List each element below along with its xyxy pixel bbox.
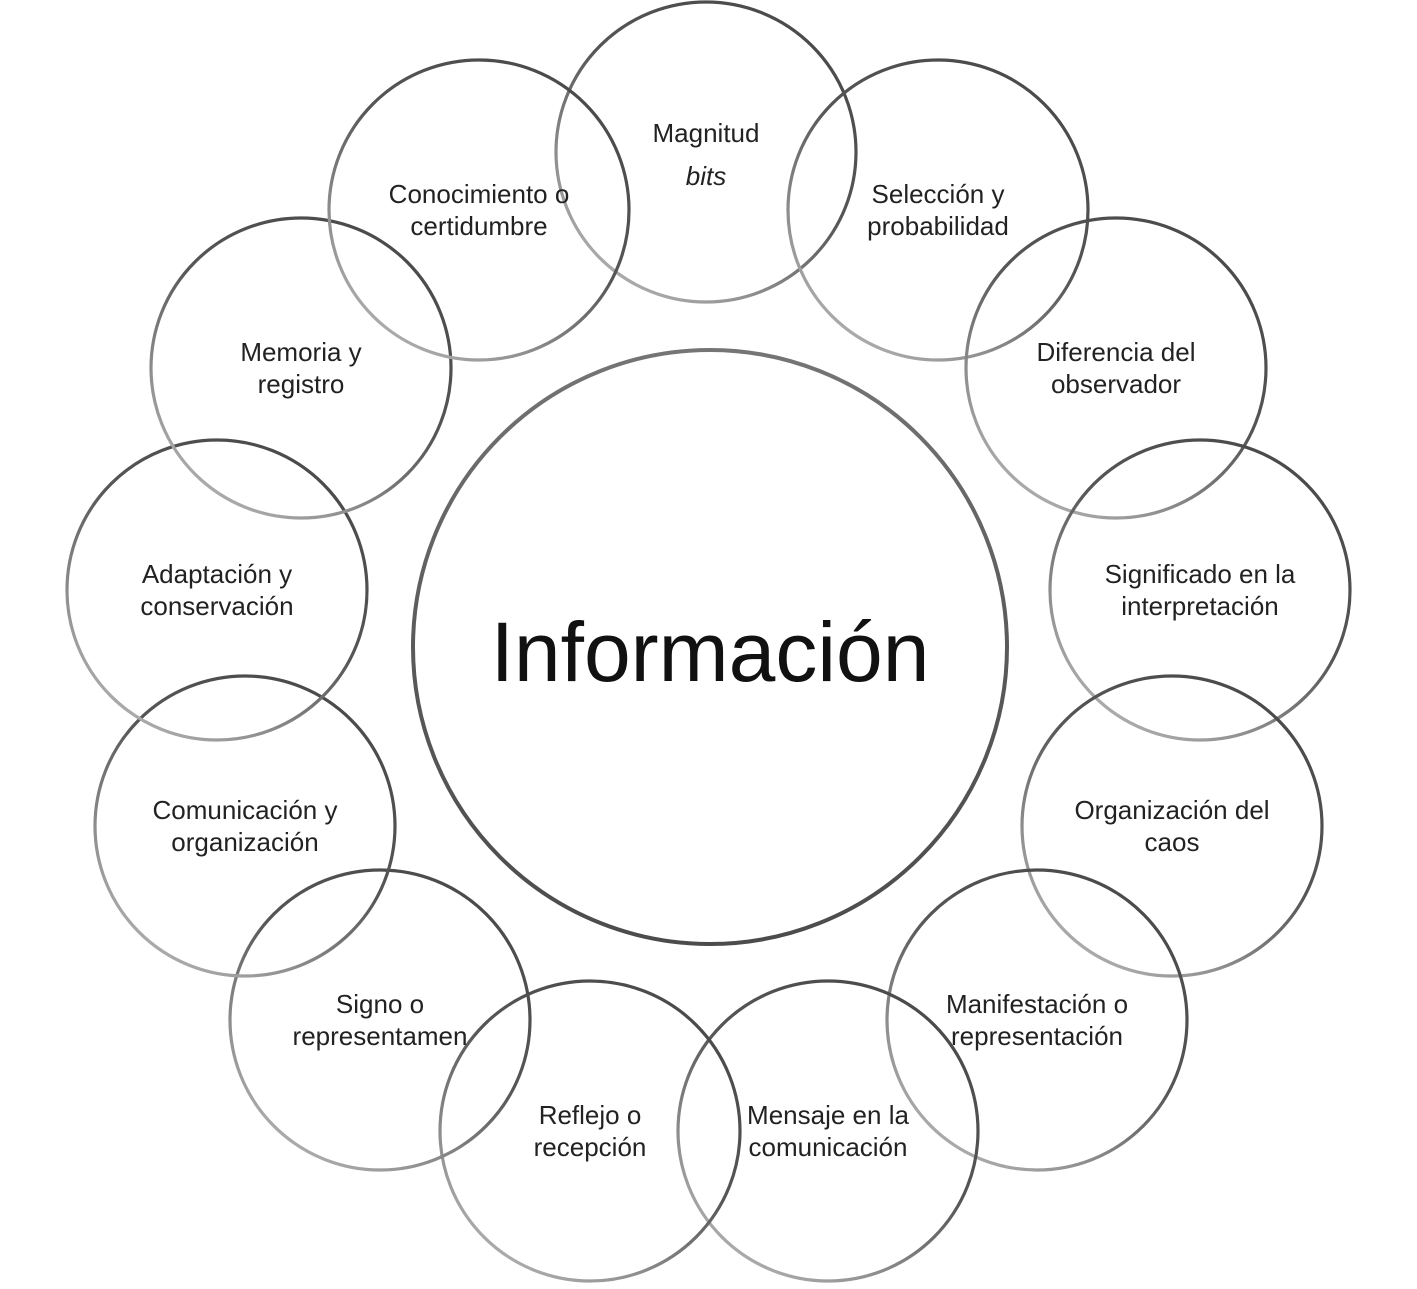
concept-label-line1: Adaptación y [142, 559, 292, 589]
circle-outline [1020, 674, 1324, 978]
concept-label-line2: interpretación [1121, 591, 1279, 621]
concept-label-line2: caos [1145, 827, 1200, 857]
concept-label-line1: Memoria y [240, 337, 361, 367]
concept-label-line2: representación [951, 1021, 1123, 1051]
circle-outline [676, 979, 980, 1283]
circle-outline [438, 979, 742, 1283]
concept-label-line2: conservación [140, 591, 293, 621]
concept-label-line2: observador [1051, 369, 1181, 399]
concept-label-line1: Manifestación o [946, 989, 1128, 1019]
concept-circle-significado-en-la-interpretacion: Significado en la interpretación [1048, 438, 1352, 742]
concept-label-line2: certidumbre [410, 211, 547, 241]
concept-circle-reflejo-o-recepcion: Reflejo o recepción [438, 979, 742, 1283]
concept-circle-memoria-y-registro: Memoria y registro [149, 216, 453, 520]
concept-label-line1: Comunicación y [153, 795, 338, 825]
center-circle-informacion: Información [411, 348, 1009, 946]
circle-outline [65, 438, 369, 742]
concept-label-line2: bits [686, 161, 726, 191]
concept-label-line1: Selección y [872, 179, 1005, 209]
concept-label-line2: organización [171, 827, 318, 857]
concept-label-line1: Organización del [1074, 795, 1269, 825]
concept-label-line1: Diferencia del [1037, 337, 1196, 367]
circle-outline [786, 58, 1090, 362]
circle-outline [1048, 438, 1352, 742]
concept-label-line2: comunicación [749, 1132, 908, 1162]
circle-outline [885, 868, 1189, 1172]
concept-circle-manifestacion-o-representacion: Manifestación o representación [885, 868, 1189, 1172]
concept-circle-signo-o-representamen: Signo o representamen [228, 868, 532, 1172]
concept-label-line2: representamen [293, 1021, 468, 1051]
concept-label-line1: Magnitud [653, 118, 760, 148]
circle-outline [149, 216, 453, 520]
concept-circle-adaptacion-y-conservacion: Adaptación y conservación [65, 438, 369, 742]
concept-label-line1: Reflejo o [539, 1100, 642, 1130]
center-circle-outline [411, 348, 1009, 946]
concept-label-line2: probabilidad [867, 211, 1009, 241]
concept-label-line2: registro [258, 369, 345, 399]
concept-label-line1: Significado en la [1105, 559, 1296, 589]
circle-outline [327, 58, 631, 362]
concept-label-line1: Mensaje en la [747, 1100, 909, 1130]
circle-outline [554, 0, 858, 304]
concept-label-line1: Conocimiento o [389, 179, 570, 209]
circle-outline [964, 216, 1268, 520]
concept-label-line1: Signo o [336, 989, 424, 1019]
concept-circle-conocimiento-o-certidumbre: Conocimiento o certidumbre [327, 58, 631, 362]
concept-circle-magnitud-bits: Magnitud bits [554, 0, 858, 304]
concept-label-line2: recepción [534, 1132, 647, 1162]
concept-circle-organizacion-del-caos: Organización del caos [1020, 674, 1324, 978]
concept-circle-comunicacion-y-organizacion: Comunicación y organización [93, 674, 397, 978]
circle-outline [228, 868, 532, 1172]
concept-circle-diferencia-del-observador: Diferencia del observador [964, 216, 1268, 520]
concept-circle-seleccion-y-probabilidad: Selección y probabilidad [786, 58, 1090, 362]
center-label: Información [491, 605, 930, 699]
circle-outline [93, 674, 397, 978]
concept-circle-mensaje-en-la-comunicacion: Mensaje en la comunicación [676, 979, 980, 1283]
